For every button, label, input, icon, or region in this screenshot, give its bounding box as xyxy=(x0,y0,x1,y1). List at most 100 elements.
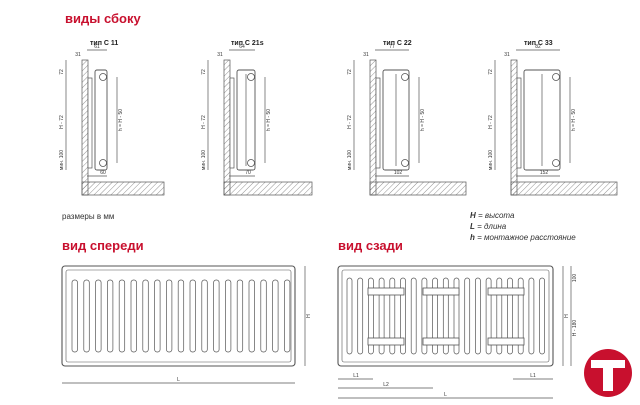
type-label-c21s: тип C 21s xyxy=(231,40,264,47)
back-fin xyxy=(464,277,471,355)
bottom-connection xyxy=(401,159,409,167)
dim-72: 72 xyxy=(201,69,207,75)
front-fin xyxy=(142,279,149,353)
top-dimension: 64 xyxy=(239,44,245,50)
top-connection xyxy=(99,73,107,81)
back-l1-label: L1 xyxy=(353,373,359,379)
front-fin xyxy=(71,279,78,353)
bracket xyxy=(87,77,93,169)
back-h-label: H xyxy=(564,314,570,318)
front-fin xyxy=(248,279,255,353)
back-fin xyxy=(453,277,460,355)
legend-length: L = длина xyxy=(470,222,507,231)
dim-31: 31 xyxy=(363,52,369,58)
dim-h-minus-72: H - 72 xyxy=(488,115,494,129)
front-fin xyxy=(166,279,173,353)
front-fin xyxy=(284,279,291,353)
dim-h-minus-72: H - 72 xyxy=(347,115,353,129)
units-note: размеры в мм xyxy=(62,212,115,221)
logo-t-icon xyxy=(591,360,625,391)
back-fin xyxy=(357,277,364,355)
dim-min-100: мин. 100 xyxy=(488,150,494,170)
bottom-connection xyxy=(247,159,255,167)
back-fin xyxy=(400,277,406,355)
floor xyxy=(81,181,165,196)
back-fin xyxy=(368,277,374,355)
wall xyxy=(369,59,377,196)
front-view: HL xyxy=(61,265,312,384)
top-dimension: 77 xyxy=(389,44,395,50)
depth-dimension: 70 xyxy=(245,170,251,176)
brand-logo xyxy=(584,349,632,397)
back-fin xyxy=(507,277,513,355)
depth-dimension: 102 xyxy=(394,170,403,176)
back-fin xyxy=(442,277,449,355)
legend-mount: h = монтажное расстояние xyxy=(470,233,576,242)
wall-bracket-bottom xyxy=(487,337,525,346)
bracket xyxy=(375,77,381,169)
front-fin xyxy=(272,279,279,353)
back-fin xyxy=(432,277,438,355)
wall xyxy=(510,59,518,196)
back-fin xyxy=(410,277,417,355)
top-dimension: 82 xyxy=(535,44,541,50)
dim-min-100: мин. 100 xyxy=(59,150,65,170)
dim-h-minus-72: H - 72 xyxy=(201,115,207,129)
dim-h-eq: h = H - 50 xyxy=(118,109,124,131)
back-inner xyxy=(341,269,550,363)
dim-31: 31 xyxy=(504,52,510,58)
dim-72: 72 xyxy=(59,69,65,75)
front-fin xyxy=(236,279,244,353)
type-label-c22: тип C 22 xyxy=(383,40,412,47)
depth-dimension: 60 xyxy=(100,170,106,176)
side-views-heading: виды сбоку xyxy=(65,11,141,26)
type-label-c33: тип C 33 xyxy=(524,40,553,47)
dim-min-100: мин. 100 xyxy=(347,150,353,170)
wall xyxy=(223,59,231,196)
front-fin xyxy=(83,279,90,353)
back-l-label: L xyxy=(444,392,447,398)
dim-31: 31 xyxy=(217,52,223,58)
back-fin xyxy=(528,277,535,355)
bottom-connection xyxy=(99,159,107,167)
back-fin xyxy=(485,277,492,355)
front-fin xyxy=(154,279,161,353)
back-l2-label: L2 xyxy=(383,382,389,388)
dim-h-eq: h = H - 50 xyxy=(420,109,426,131)
top-dimension: 61 xyxy=(94,44,100,50)
floor xyxy=(223,181,313,196)
dim-min-100: мин. 100 xyxy=(201,150,207,170)
back-fin xyxy=(475,277,481,355)
bottom-connection xyxy=(552,159,560,167)
front-fin xyxy=(260,279,267,353)
radiator-panel xyxy=(94,69,108,171)
front-fin xyxy=(95,279,102,353)
front-fin xyxy=(225,279,232,353)
front-fin xyxy=(130,279,137,353)
top-connection xyxy=(401,73,409,81)
dim-72: 72 xyxy=(347,69,353,75)
back-fin xyxy=(378,277,385,355)
wall-bracket-top xyxy=(367,287,405,296)
top-connection xyxy=(247,73,255,81)
front-fin xyxy=(177,279,185,353)
floor xyxy=(369,181,467,196)
front-fin xyxy=(118,279,126,353)
bracket xyxy=(516,77,522,169)
top-connection xyxy=(552,73,560,81)
wall-bracket-top xyxy=(487,287,525,296)
depth-dimension: 152 xyxy=(540,170,549,176)
legend-height: H = высота xyxy=(470,211,515,220)
floor xyxy=(510,181,618,196)
front-l-label: L xyxy=(177,377,180,383)
dim-h-eq: h = H - 50 xyxy=(571,109,577,131)
front-inner xyxy=(65,269,292,363)
bracket xyxy=(229,77,235,169)
back-fin xyxy=(539,277,545,355)
type-label-c11: тип C 11 xyxy=(90,40,119,47)
